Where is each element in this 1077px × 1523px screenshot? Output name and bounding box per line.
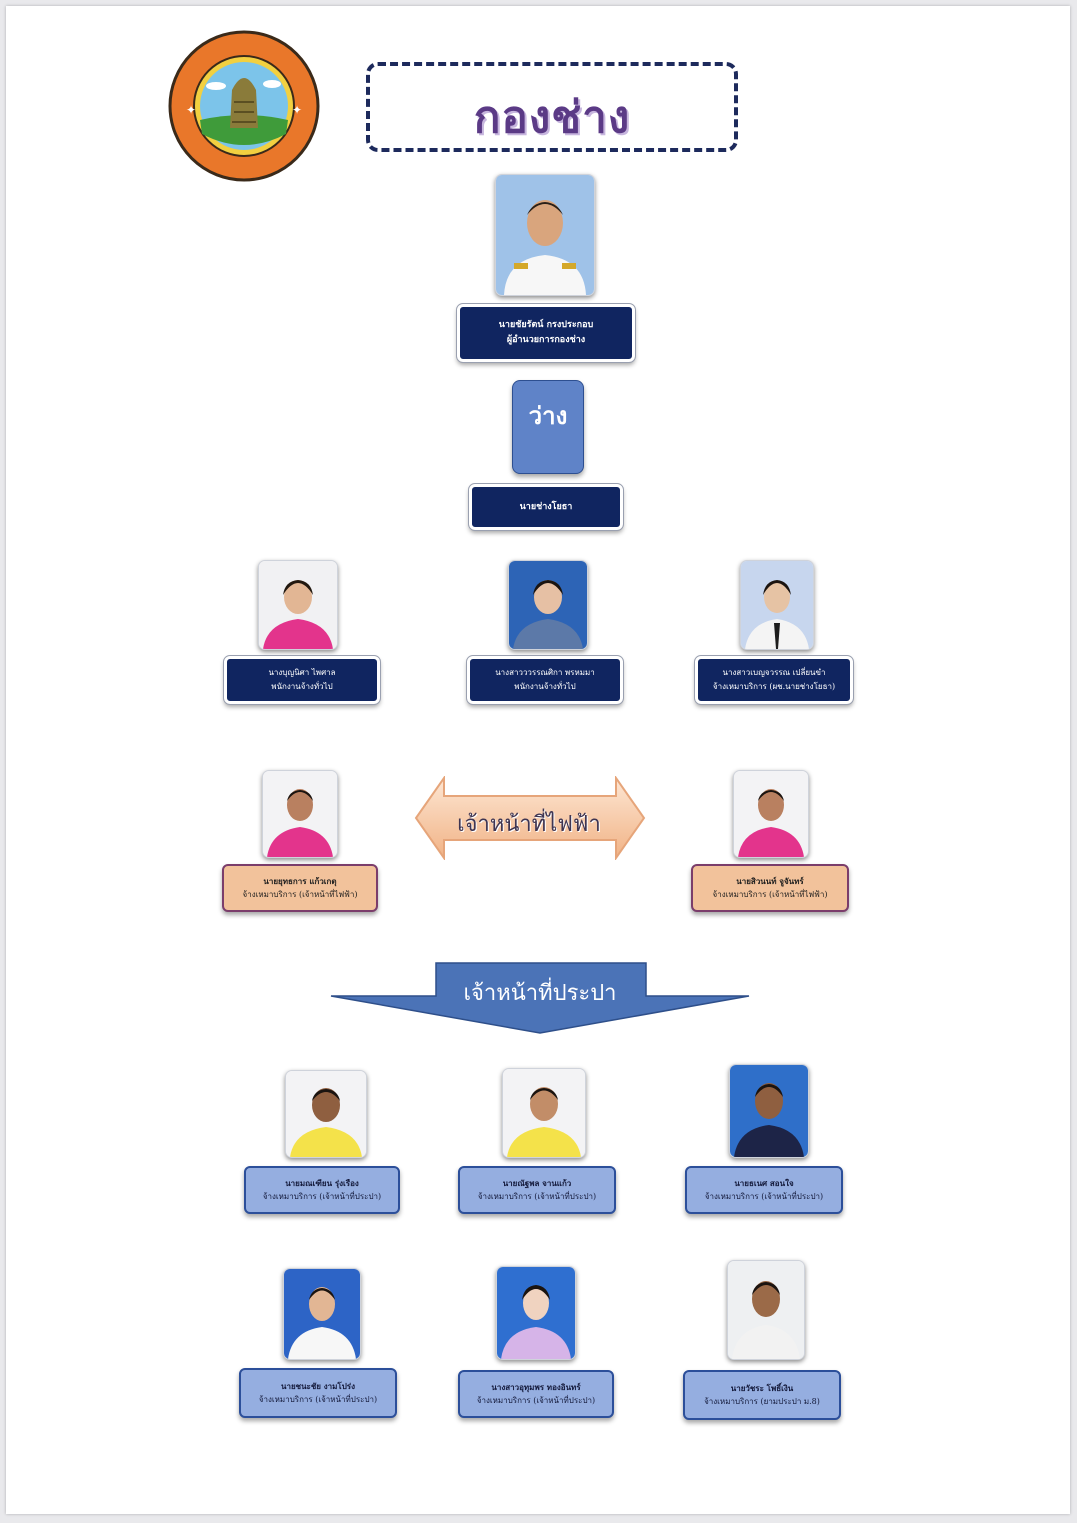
staff-position: จ้างเหมาบริการ (เจ้าหน้าที่ประปา) <box>704 1192 824 1201</box>
staff-name: นายธเนศ สอนใจ <box>734 1178 794 1188</box>
staff-position: จ้างเหมาบริการ (ผช.นายช่างโยธา) <box>712 682 836 691</box>
municipality-logo: ✦ ✦ <box>168 30 320 182</box>
svg-text:✦: ✦ <box>186 103 196 117</box>
staff-card: นายมณเฑียน รุ่งเรือง จ้างเหมาบริการ (เจ้… <box>244 1166 400 1214</box>
staff-position: พนักงานจ้างทั่วไป <box>271 682 333 691</box>
staff-photo <box>733 770 809 858</box>
staff-card: นายธเนศ สอนใจ จ้างเหมาบริการ (เจ้าหน้าที… <box>685 1166 843 1214</box>
page-title: กองช่าง <box>473 92 631 143</box>
staff-card: นายยุทธการ แก้วเกตุ จ้างเหมาบริการ (เจ้า… <box>222 864 378 912</box>
staff-position: จ้างเหมาบริการ (เจ้าหน้าที่ประปา) <box>258 1395 378 1404</box>
water-down-arrow <box>330 962 750 1034</box>
staff-name: นางสาวอุทุมพร ทองอินทร์ <box>491 1382 581 1392</box>
staff-card: นางบุญนิศา ไพศาล พนักงานจ้างทั่วไป <box>223 655 381 705</box>
vacant-position-card: นายช่างโยธา <box>468 483 624 531</box>
staff-name: นางบุญนิศา ไพศาล <box>268 668 336 677</box>
staff-name: นางสาวเบญจวรรณ เปลี่ยนขำ <box>722 668 826 677</box>
staff-photo <box>496 1266 576 1360</box>
staff-card: นายสิวนนท์ จูจันทร์ จ้างเหมาบริการ (เจ้า… <box>691 864 849 912</box>
staff-photo <box>727 1260 805 1360</box>
staff-position: จ้างเหมาบริการ (เจ้าหน้าที่ประปา) <box>262 1192 382 1201</box>
staff-name: นายยุทธการ แก้วเกตุ <box>263 876 337 886</box>
staff-name: นายชนะชัย งามโปร่ง <box>281 1381 355 1391</box>
staff-card: นายชนะชัย งามโปร่ง จ้างเหมาบริการ (เจ้าห… <box>239 1368 397 1418</box>
staff-card: นางสาวอุทุมพร ทองอินทร์ จ้างเหมาบริการ (… <box>458 1370 614 1418</box>
staff-position: จ้างเหมาบริการ (เจ้าหน้าที่ไฟฟ้า) <box>242 890 358 899</box>
svg-text:✦: ✦ <box>292 103 302 117</box>
water-label: เจ้าหน้าที่ประปา <box>463 981 617 1006</box>
staff-name: นางสาวววรรณศิกา พรหมมา <box>495 668 595 677</box>
staff-photo <box>262 770 338 858</box>
staff-name: นายมณเฑียน รุ่งเรือง <box>285 1178 359 1188</box>
vacant-position: นายช่างโยธา <box>519 501 573 512</box>
staff-card: นางสาวววรรณศิกา พรหมมา พนักงานจ้างทั่วไป <box>466 655 624 705</box>
staff-card: นางสาวเบญจวรรณ เปลี่ยนขำ จ้างเหมาบริการ … <box>694 655 854 705</box>
director-photo <box>495 174 595 296</box>
director-card: นายชัยรัตน์ กรงประกอบ ผู้อำนวยการกองช่าง <box>456 303 636 363</box>
electric-double-arrow <box>414 774 646 862</box>
electric-label: เจ้าหน้าที่ไฟฟ้า <box>457 812 601 837</box>
director-position: ผู้อำนวยการกองช่าง <box>506 335 586 345</box>
staff-photo <box>285 1070 367 1158</box>
staff-position: จ้างเหมาบริการ (เจ้าหน้าที่ไฟฟ้า) <box>712 890 828 899</box>
vacant-box: ว่าง <box>512 380 584 474</box>
staff-position: พนักงานจ้างทั่วไป <box>514 682 576 691</box>
staff-name: นายวัชระ โพธิ์เงิน <box>730 1383 794 1393</box>
staff-photo <box>283 1268 361 1360</box>
staff-photo <box>740 560 814 650</box>
staff-card: นายณัฐพล จานแก้ว จ้างเหมาบริการ (เจ้าหน้… <box>458 1166 616 1214</box>
staff-card: นายวัชระ โพธิ์เงิน จ้างเหมาบริการ (ยามปร… <box>683 1370 841 1420</box>
staff-position: จ้างเหมาบริการ (เจ้าหน้าที่ประปา) <box>476 1396 596 1405</box>
staff-photo <box>729 1064 809 1158</box>
staff-position: จ้างเหมาบริการ (ยามประปา ม.8) <box>704 1397 820 1406</box>
staff-photo <box>258 560 338 650</box>
director-name: นายชัยรัตน์ กรงประกอบ <box>498 320 594 330</box>
staff-photo <box>502 1068 586 1158</box>
staff-name: นายสิวนนท์ จูจันทร์ <box>736 876 804 886</box>
staff-photo <box>508 560 588 650</box>
staff-position: จ้างเหมาบริการ (เจ้าหน้าที่ประปา) <box>477 1192 597 1201</box>
title-frame <box>366 62 738 152</box>
staff-name: นายณัฐพล จานแก้ว <box>502 1178 572 1188</box>
